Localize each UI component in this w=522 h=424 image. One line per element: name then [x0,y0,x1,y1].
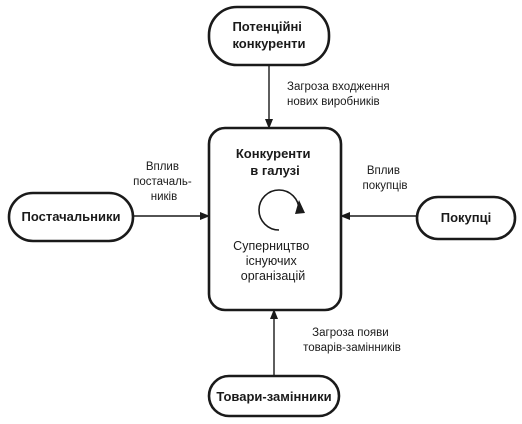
label-substitute-threat: Загроза появи товарів-замінників [303,327,401,354]
label-supplier-influence: Вплив постачаль- ників [133,161,195,203]
industry-title: Конкуренти в галузі [236,146,314,178]
node-industry-competitors: Конкуренти в галузі Суперництво існуючих… [207,126,343,312]
node-potential-competitors: Потенційні конкуренти [207,5,331,67]
svg-text:Постачальники: Постачальники [22,209,121,224]
node-substitutes: Товари-замінники [207,374,341,418]
node-buyers: Покупці [415,195,517,241]
label-buyer-influence: Вплив покупців [362,165,407,192]
label-entry-threat: Загроза входження нових виробників [287,81,393,108]
svg-text:Покупці: Покупці [441,210,491,225]
svg-text:Товари-замінники: Товари-замінники [216,389,331,404]
svg-text:Потенційні конкуренти: Потенційні конкуренти [232,19,305,51]
rivalry-label: Суперництво існуючих організацій [233,239,313,283]
rotation-cycle-icon [258,189,305,231]
node-suppliers: Постачальники [7,191,135,243]
